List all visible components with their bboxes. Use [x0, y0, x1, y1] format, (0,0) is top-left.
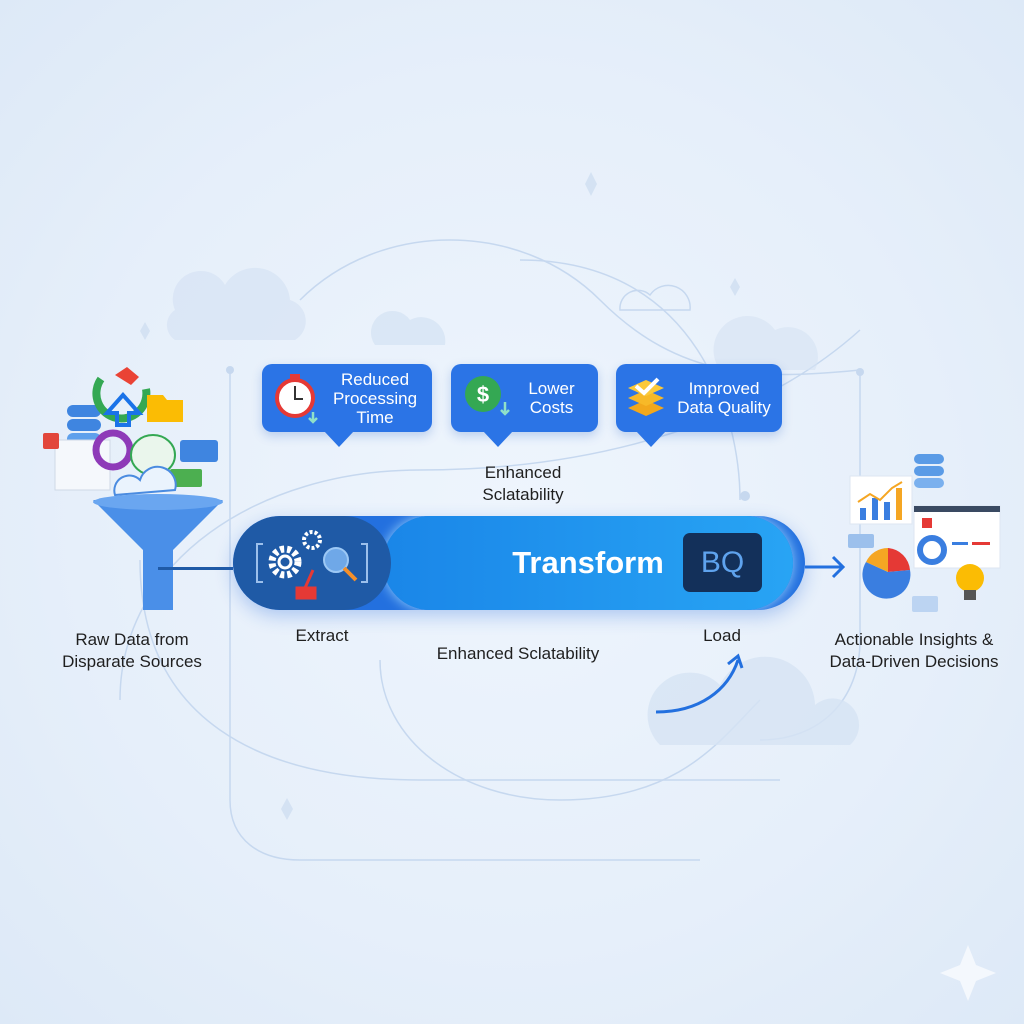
- scalability-text: Enhanced: [484, 463, 562, 482]
- benefit-text: Data Quality: [677, 398, 771, 417]
- benefit-text: Costs: [529, 398, 574, 417]
- benefit-text: Time: [356, 407, 394, 427]
- benefit-lower-costs: $ Lower Costs: [451, 364, 598, 447]
- source-label-line: Disparate Sources: [62, 652, 202, 671]
- extract-label: Extract: [295, 626, 349, 645]
- scalability-text: Sclatability: [482, 485, 564, 504]
- output-arrow-icon: [805, 555, 846, 579]
- stopwatch-icon: [275, 374, 318, 424]
- source-connector-line: [158, 567, 233, 570]
- funnel-icon: [43, 367, 223, 610]
- source-label: Raw Data from Disparate Sources: [32, 629, 232, 673]
- benefit-text: Reduced: [340, 369, 410, 389]
- benefit-text: Improved: [688, 379, 760, 398]
- layers-check-icon: [628, 377, 664, 416]
- extract-stage[interactable]: [233, 516, 391, 610]
- outcome-label: Actionable Insights & Data-Driven Decisi…: [804, 629, 1024, 673]
- scalability-label-top: Enhanced Sclatability: [423, 462, 623, 506]
- outcome-label-line: Data-Driven Decisions: [829, 652, 999, 671]
- load-curve-arrow-icon: [655, 653, 744, 714]
- load-label: Load: [703, 626, 741, 645]
- benefit-text: Processing: [332, 388, 418, 408]
- benefit-text: Lower: [528, 379, 575, 398]
- source-label-line: Raw Data from: [75, 630, 189, 649]
- insights-illustration: [840, 450, 1010, 625]
- svg-text:$: $: [477, 382, 489, 407]
- transform-label: Transform: [512, 545, 664, 580]
- outcome-label-line: Actionable Insights &: [834, 630, 994, 649]
- dollar-coin-icon: $: [465, 376, 510, 416]
- etl-pipeline-bar: Transform BQ: [233, 516, 805, 610]
- benefit-reduced-processing-time: Reduced Processing Time: [262, 364, 432, 447]
- extract-gears-icon: [256, 530, 368, 600]
- benefit-improved-data-quality: Improved Data Quality: [616, 364, 782, 447]
- dashboard-charts-icon: [848, 454, 1001, 612]
- raw-data-sources-illustration: [35, 365, 225, 620]
- scalability-label-bottom: Enhanced Sclatability: [436, 644, 600, 663]
- bigquery-badge[interactable]: BQ: [683, 533, 762, 592]
